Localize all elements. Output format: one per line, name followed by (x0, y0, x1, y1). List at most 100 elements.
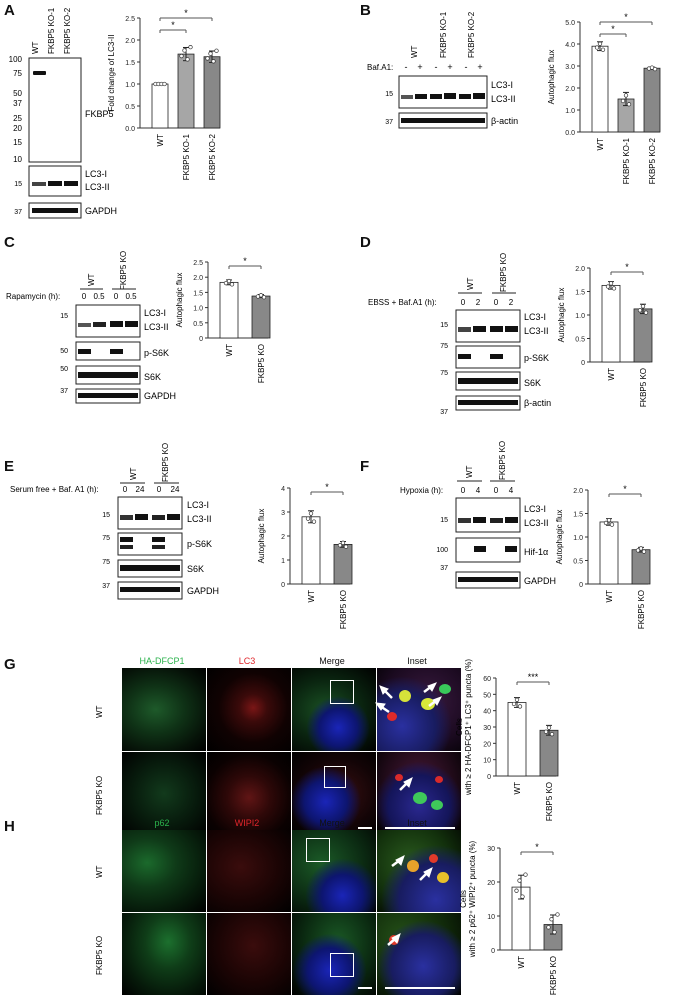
mw-marker: 37 (440, 565, 448, 572)
puncta (429, 854, 438, 863)
blot-membrane (455, 497, 521, 533)
data-point (603, 520, 609, 526)
y-tick-label: 1.0 (575, 313, 585, 320)
sig-star: * (184, 8, 188, 18)
data-point (640, 304, 646, 309)
mw-marker: 10 (13, 155, 22, 164)
data-point (606, 518, 612, 523)
x-tick-label: WT (156, 134, 165, 147)
data-point (514, 697, 520, 702)
time: 0 (494, 298, 499, 307)
data-point (620, 98, 626, 104)
bar (301, 516, 321, 585)
y-tick-label: 0 (491, 948, 495, 955)
time: 4 (509, 486, 514, 495)
band (110, 349, 123, 354)
x-tick-label: FKBP5 KO (545, 782, 554, 821)
bar (177, 53, 195, 129)
mw-marker: 15 (13, 138, 22, 147)
x-tick-label: FKBP5 KO-1 (622, 137, 631, 184)
blot-membrane (75, 341, 141, 361)
data-point (609, 522, 615, 527)
lane-label: WT (31, 41, 40, 54)
band (490, 326, 503, 332)
time: 0 (114, 292, 119, 301)
data-point (611, 286, 617, 291)
data-point (308, 511, 314, 516)
band (505, 326, 518, 332)
band-label: GAPDH (524, 576, 556, 586)
y-axis-label: Autophagic flux (555, 510, 564, 565)
x-tick-label: FKBP5 KO (257, 344, 266, 383)
blot-membrane (117, 496, 183, 530)
bar (633, 308, 653, 363)
data-point (337, 543, 343, 548)
y-axis-label: Autophagic flux (257, 509, 266, 564)
band-label: S6K (144, 372, 161, 382)
panel-label-a: A (4, 2, 15, 19)
panel-label-f: F (360, 458, 370, 475)
band (458, 354, 471, 359)
band (152, 537, 165, 542)
data-point (638, 546, 644, 551)
data-point (652, 66, 658, 72)
row-label: WT (95, 705, 104, 718)
sig-star: * (325, 482, 329, 492)
data-point (343, 544, 349, 549)
band (473, 517, 486, 523)
mw-marker: 50 (60, 366, 68, 373)
lane-label: FKBP5 KO-1 (47, 7, 56, 54)
mw-marker: 15 (440, 517, 448, 524)
band-label: Hif-1α (524, 547, 548, 557)
sig-star: *** (528, 672, 539, 682)
y-tick-label: 1.0 (565, 108, 575, 115)
micro-p62-ko (122, 913, 206, 995)
treatment-label: Serum free + Baf. A1 (h): (10, 485, 99, 494)
lane-label: FKBP5 KO (161, 443, 170, 482)
data-point (511, 701, 517, 707)
micro-wipi2-wt (207, 830, 291, 912)
band (401, 95, 413, 99)
bar (507, 702, 527, 777)
sig-star: * (243, 256, 247, 266)
blot-membrane (398, 75, 488, 109)
y-tick-label: 2.0 (565, 86, 575, 93)
y-tick-label: 40 (483, 709, 491, 716)
micro-inset-h-ko (377, 913, 461, 995)
time: 24 (171, 485, 180, 494)
y-tick-label: 2.0 (573, 488, 583, 495)
band (120, 537, 133, 542)
band (152, 545, 165, 549)
sig-star: * (611, 24, 615, 34)
x-tick-label: FKBP5 KO-2 (208, 133, 217, 180)
mw-marker: 75 (13, 69, 22, 78)
time: 0.5 (125, 292, 137, 301)
band (78, 349, 91, 354)
y-tick-label: 0.5 (573, 559, 583, 566)
y-axis-label: Cells (459, 890, 468, 908)
y-tick-label: 10 (483, 758, 491, 765)
blot-d: WT FKBP5 KO EBSS + Baf.A1 (h): 0 2 0 2 L… (368, 253, 551, 416)
col-title: HA-DFCP1 (139, 656, 185, 666)
y-axis-label: Fold change of LC3-II (107, 35, 116, 112)
sign: - (435, 62, 438, 72)
micro-inset-h-wt (377, 830, 461, 912)
mw-marker: 15 (102, 512, 110, 519)
y-tick-label: 2 (281, 534, 285, 541)
mw-marker: 15 (14, 181, 22, 188)
blot-membrane (117, 532, 183, 556)
blot-e: WT FKBP5 KO Serum free + Baf. A1 (h): 0 … (10, 443, 219, 600)
data-point (305, 516, 311, 521)
band-label: LC3-I (187, 500, 209, 510)
sign: + (447, 62, 452, 72)
micro-lc3-ko (207, 752, 291, 835)
x-tick-label: WT (605, 590, 614, 603)
band (458, 518, 471, 523)
puncta (387, 712, 397, 721)
lane-label: WT (129, 467, 138, 480)
band (120, 545, 133, 549)
band (120, 515, 133, 520)
data-point (623, 93, 629, 98)
puncta (407, 860, 419, 872)
panel-label-h: H (4, 818, 15, 835)
